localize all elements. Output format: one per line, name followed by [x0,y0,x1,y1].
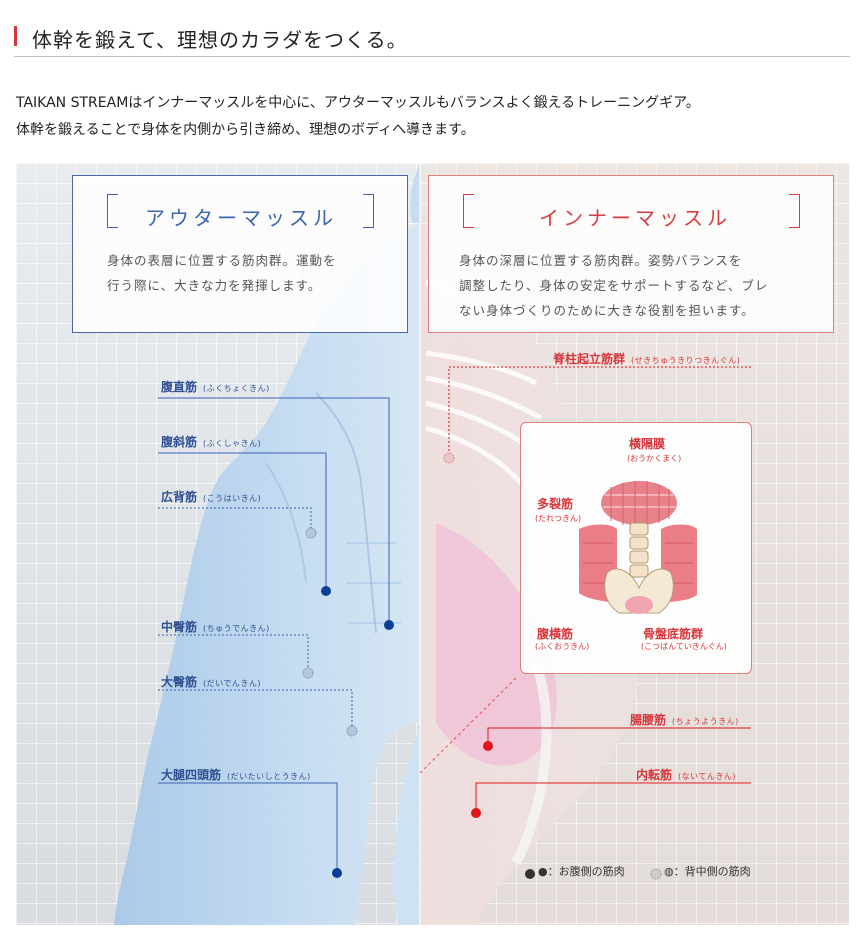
muscle-name: 腸腰筋 [630,713,667,727]
inner-muscle-panel: インナーマッスル 身体の深層に位置する筋肉群。姿勢バランスを 調整したり、身体の… [428,175,834,333]
legend-front-dot [525,869,535,879]
label-transverse-abdominis: 腹横筋 [537,625,573,642]
diaphragm-shape [601,481,677,525]
label-latissimus: 広背筋 (こうはいきん) [161,488,261,505]
muscle-reading: (せきちゅうきりつきんぐん) [631,356,741,365]
label-gluteus-medius: 中臀筋 (ちゅうでんきん) [161,618,270,635]
label-adductor: 内転筋 (ないてんきん) [636,766,736,783]
bracket-left [463,194,474,228]
core-muscles-inset: 横隔膜 (おうかくまく) 多裂筋 (たれつきん) 腹横筋 (ふくおうきん) 骨盤… [520,422,752,674]
muscle-reading: (ふくしゃきん) [203,439,262,448]
muscle-name: 横隔膜 [629,437,666,451]
inner-leader-lines [419,366,751,813]
pelvis-shape [604,568,674,614]
label-erector-spinae: 脊柱起立筋群 (せきちゅうきりつきんぐん) [553,350,740,367]
outer-desc-line-2: 行う際に、大きな力を発揮します。 [107,278,322,293]
muscle-reading: (ないてんきん) [678,772,737,781]
intro-line-2: 体幹を鍛えることで身体を内側から引き締め、理想のボディへ導きます。 [16,122,475,138]
label-quadriceps: 大腿四頭筋 (だいたいしとうきん) [161,766,311,783]
label-diaphragm: 横隔膜 [629,435,665,452]
muscle-reading: (だいたいしとうきん) [227,772,311,781]
outer-muscle-panel: アウターマッスル 身体の表層に位置する筋肉群。運動を 行う際に、大きな力を発揮し… [72,175,408,333]
core-diagram [579,481,697,614]
inner-panel-description: 身体の深層に位置する筋肉群。姿勢バランスを 調整したり、身体の安定をサポートする… [459,248,829,323]
gluteus-medius-dot [302,667,314,679]
erector-spinae-dot [443,452,455,464]
muscle-name: 中臀筋 [161,620,198,634]
inner-desc-line-1: 身体の深層に位置する筋肉群。姿勢バランスを [459,253,743,268]
intro-line-1: TAIKAN STREAMはインナーマッスルを中心に、アウターマッスルもバランス… [16,95,700,111]
spine-shape [629,522,649,578]
obliques-dot [321,586,331,596]
muscle-name: 多裂筋 [537,497,574,511]
legend-front: ●：お腹側の筋肉 [538,865,625,878]
muscle-reading: (だいでんきん) [203,679,262,688]
label-iliopsoas: 腸腰筋 (ちょうようきん) [630,711,739,728]
outer-panel-description: 身体の表層に位置する筋肉群。運動を 行う際に、大きな力を発揮します。 [107,248,397,298]
muscle-name: 大臀筋 [161,675,198,689]
muscle-name: 脊柱起立筋群 [553,352,626,366]
outer-panel-title: アウターマッスル [145,206,337,230]
muscle-name: 内転筋 [636,768,673,782]
rectus-abdominis-dot [384,620,394,630]
muscle-reading: (ちょうようきん) [672,717,739,726]
muscle-name: 大腿四頭筋 [161,768,222,782]
muscle-name: 腹斜筋 [161,435,198,449]
bracket-right [789,194,800,228]
legend-back: ◍：背中側の筋肉 [664,865,751,878]
label-rectus-abdominis: 腹直筋 (ふくちょくきん) [161,378,270,395]
iliopsoas-dot [483,741,493,751]
label-multifidus: 多裂筋 [537,495,573,512]
heading-accent-bar [14,26,17,46]
muscle-name: 腹横筋 [537,627,574,641]
muscle-name: 腹直筋 [161,380,198,394]
inner-panel-title: インナーマッスル [539,206,731,230]
muscle-reading: (ふくちょくきん) [203,384,270,393]
muscle-name: 広背筋 [161,490,198,504]
muscle-figure: アウターマッスル 身体の表層に位置する筋肉群。運動を 行う際に、大きな力を発揮し… [16,163,849,925]
bracket-right [363,194,374,228]
muscle-name: 骨盤底筋群 [643,627,704,641]
inner-desc-line-3: ない身体づくりのために大きな役割を担います。 [459,303,755,318]
gluteus-maximus-dot [346,725,358,737]
outer-desc-line-1: 身体の表層に位置する筋肉群。運動を [107,253,337,268]
transverse-abdominis-reading: (ふくおうきん) [535,642,590,651]
label-pelvic-floor: 骨盤底筋群 [643,625,703,642]
label-gluteus-maximus: 大臀筋 (だいでんきん) [161,673,261,690]
legend-back-dot [650,868,662,880]
muscle-reading: (ちゅうでんきん) [203,624,270,633]
pelvic-floor-reading: (こつばんていきんぐん) [641,642,727,651]
intro-text: TAIKAN STREAMはインナーマッスルを中心に、アウターマッスルもバランス… [16,90,846,144]
muscle-reading: (こうはいきん) [203,494,262,503]
diaphragm-reading: (おうかくまく) [627,454,682,463]
adductor-dot [471,808,481,818]
quadriceps-dot [332,868,342,878]
latissimus-dot [305,527,317,539]
section-heading: 体幹を鍛えて、理想のカラダをつくる。 [14,16,850,57]
inner-desc-line-2: 調整したり、身体の安定をサポートするなど、ブレ [459,278,769,293]
outer-leader-lines [158,397,390,873]
multifidus-reading: (たれつきん) [535,514,582,523]
bracket-left [107,194,118,228]
heading-title: 体幹を鍛えて、理想のカラダをつくる。 [32,28,408,52]
label-obliques: 腹斜筋 (ふくしゃきん) [161,433,261,450]
